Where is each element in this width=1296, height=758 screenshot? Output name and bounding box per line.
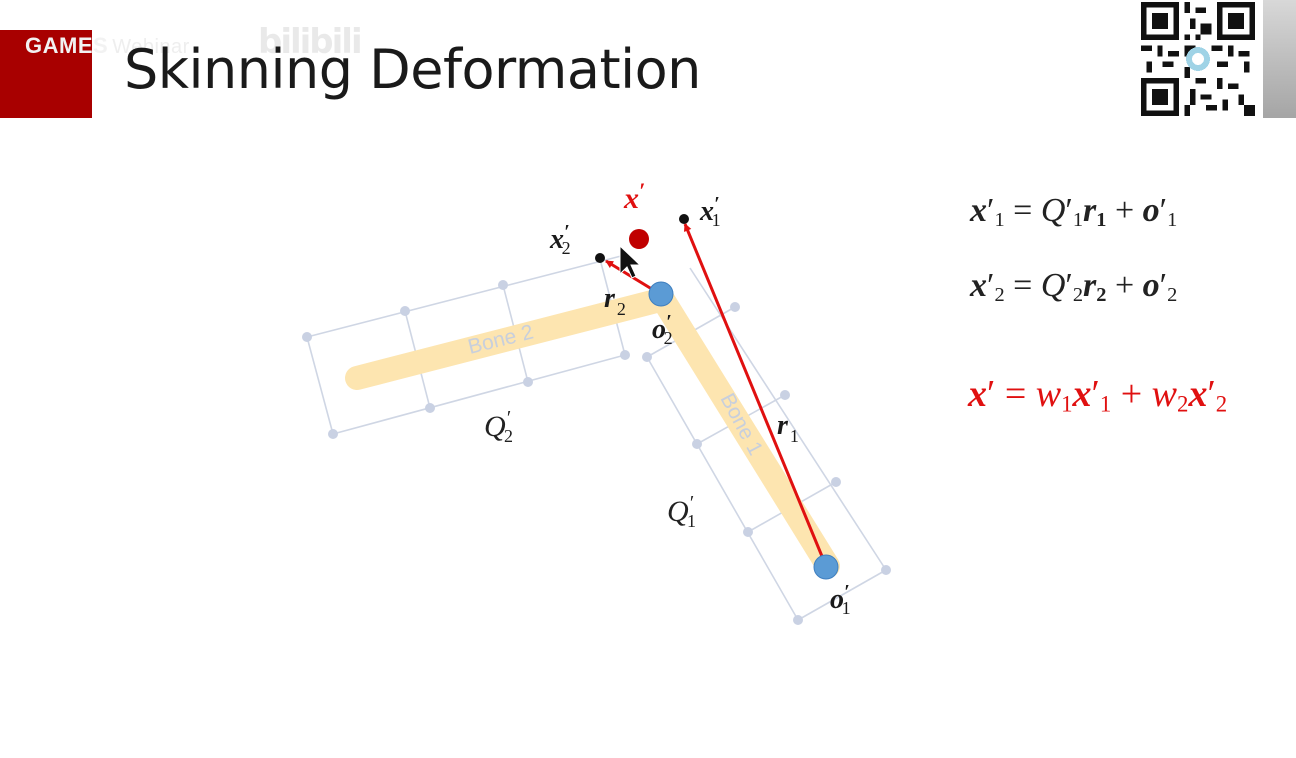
webcam-thumbnail	[1263, 0, 1296, 118]
x2-label: x′2	[549, 221, 571, 258]
equation-x1: x′1 = Q′1r1 + o′1	[970, 192, 1178, 232]
equation-blend: x′ = w1x′1 + w2x′2	[968, 373, 1228, 417]
slide-title: Skinning Deformation	[124, 38, 701, 101]
x2-point	[595, 253, 605, 263]
equation-x2: x′2 = Q′2r2 + o′2	[970, 267, 1178, 307]
mouse-cursor-icon	[619, 244, 642, 279]
x1-point	[679, 214, 689, 224]
r1-vector	[683, 223, 828, 567]
qr-code-icon	[1141, 2, 1255, 116]
bone1-body	[650, 286, 840, 578]
bone2-body	[345, 288, 672, 390]
grid-points	[302, 280, 891, 625]
o2-origin-point	[648, 281, 674, 307]
header-accent-block	[0, 30, 92, 118]
bone1-label: Bone 1	[716, 390, 768, 460]
x-result-label: x′	[623, 178, 645, 215]
bilibili-watermark: bilibili	[258, 22, 363, 62]
o2-label: o′2	[652, 311, 673, 348]
x1-label: x′1	[699, 193, 721, 230]
q2-label: Q′2	[484, 407, 513, 446]
o1-origin-point	[813, 554, 839, 580]
o1-label: o′1	[830, 581, 851, 618]
x-result-point	[629, 229, 649, 249]
q1-label: Q′1	[667, 492, 696, 531]
